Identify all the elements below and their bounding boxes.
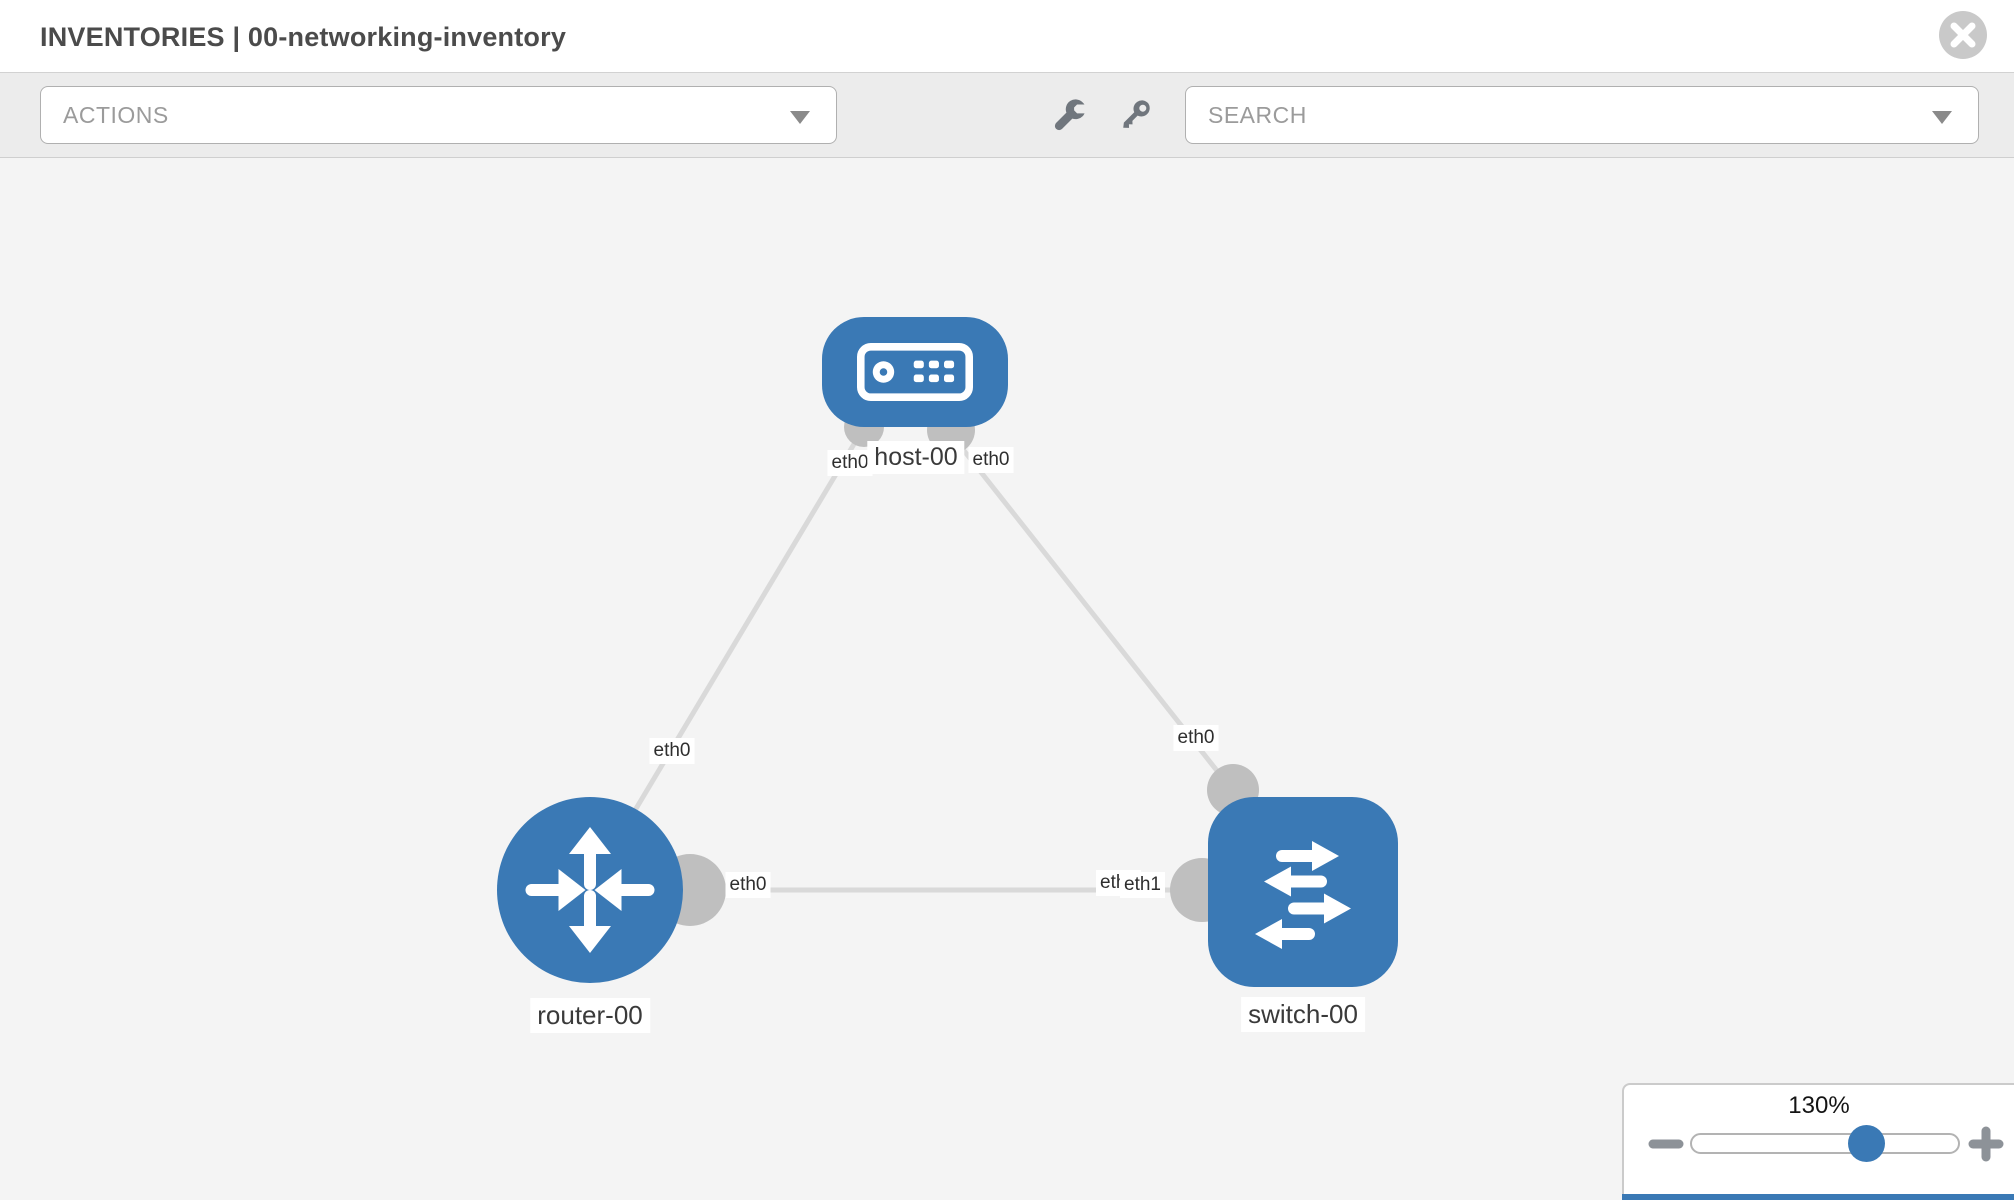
actions-dropdown[interactable]: ACTIONS [40, 86, 837, 144]
node-router-00[interactable] [497, 797, 683, 983]
topology-canvas[interactable]: host-00 router-00 switch-00 eth0 eth0 et… [0, 158, 2014, 1200]
page-title: INVENTORIES | 00-networking-inventory [40, 22, 567, 52]
wrench-icon [1054, 99, 1085, 131]
zoom-out-button[interactable] [1648, 1126, 1684, 1162]
chevron-down-icon [1932, 111, 1952, 124]
interface-label-host-right: eth0 [968, 447, 1014, 473]
node-label-router: router-00 [530, 998, 650, 1033]
bottom-accent-bar [1622, 1194, 2014, 1200]
actions-dropdown-label: ACTIONS [63, 102, 169, 128]
interface-label-switch-top: eth0 [1173, 725, 1219, 751]
zoom-panel: 130% [1622, 1083, 2014, 1200]
zoom-level-label: 130% [1788, 1092, 1850, 1119]
close-icon [1950, 22, 1976, 48]
key-button[interactable] [1114, 95, 1156, 137]
host-icon [857, 343, 973, 401]
zoom-slider-thumb[interactable] [1848, 1125, 1885, 1162]
node-label-host: host-00 [867, 441, 965, 474]
interface-label-switch-left-front: eth1 [1120, 872, 1165, 898]
switch-icon [1255, 841, 1351, 949]
node-label-switch: switch-00 [1241, 997, 1365, 1032]
minus-icon [1648, 1139, 1684, 1149]
interface-label-host-left: eth0 [827, 450, 873, 476]
interface-label-router-top: eth0 [649, 738, 695, 764]
search-dropdown[interactable]: SEARCH [1185, 86, 1979, 144]
header: INVENTORIES | 00-networking-inventory [0, 0, 2014, 72]
zoom-slider[interactable] [1690, 1133, 1960, 1154]
key-icon [1123, 100, 1150, 128]
router-icon [525, 827, 655, 953]
toolbar: ACTIONS SEARCH [0, 72, 2014, 158]
close-button[interactable] [1939, 11, 1987, 59]
node-host-00[interactable] [822, 317, 1008, 427]
zoom-in-button[interactable] [1968, 1126, 2004, 1162]
links-layer [631, 406, 1259, 926]
node-switch-00[interactable] [1208, 797, 1398, 987]
plus-icon [1968, 1126, 2004, 1162]
chevron-down-icon [790, 111, 810, 124]
search-dropdown-placeholder: SEARCH [1208, 102, 1307, 128]
interface-label-router-right: eth0 [725, 872, 771, 898]
tools-button[interactable] [1048, 95, 1090, 137]
